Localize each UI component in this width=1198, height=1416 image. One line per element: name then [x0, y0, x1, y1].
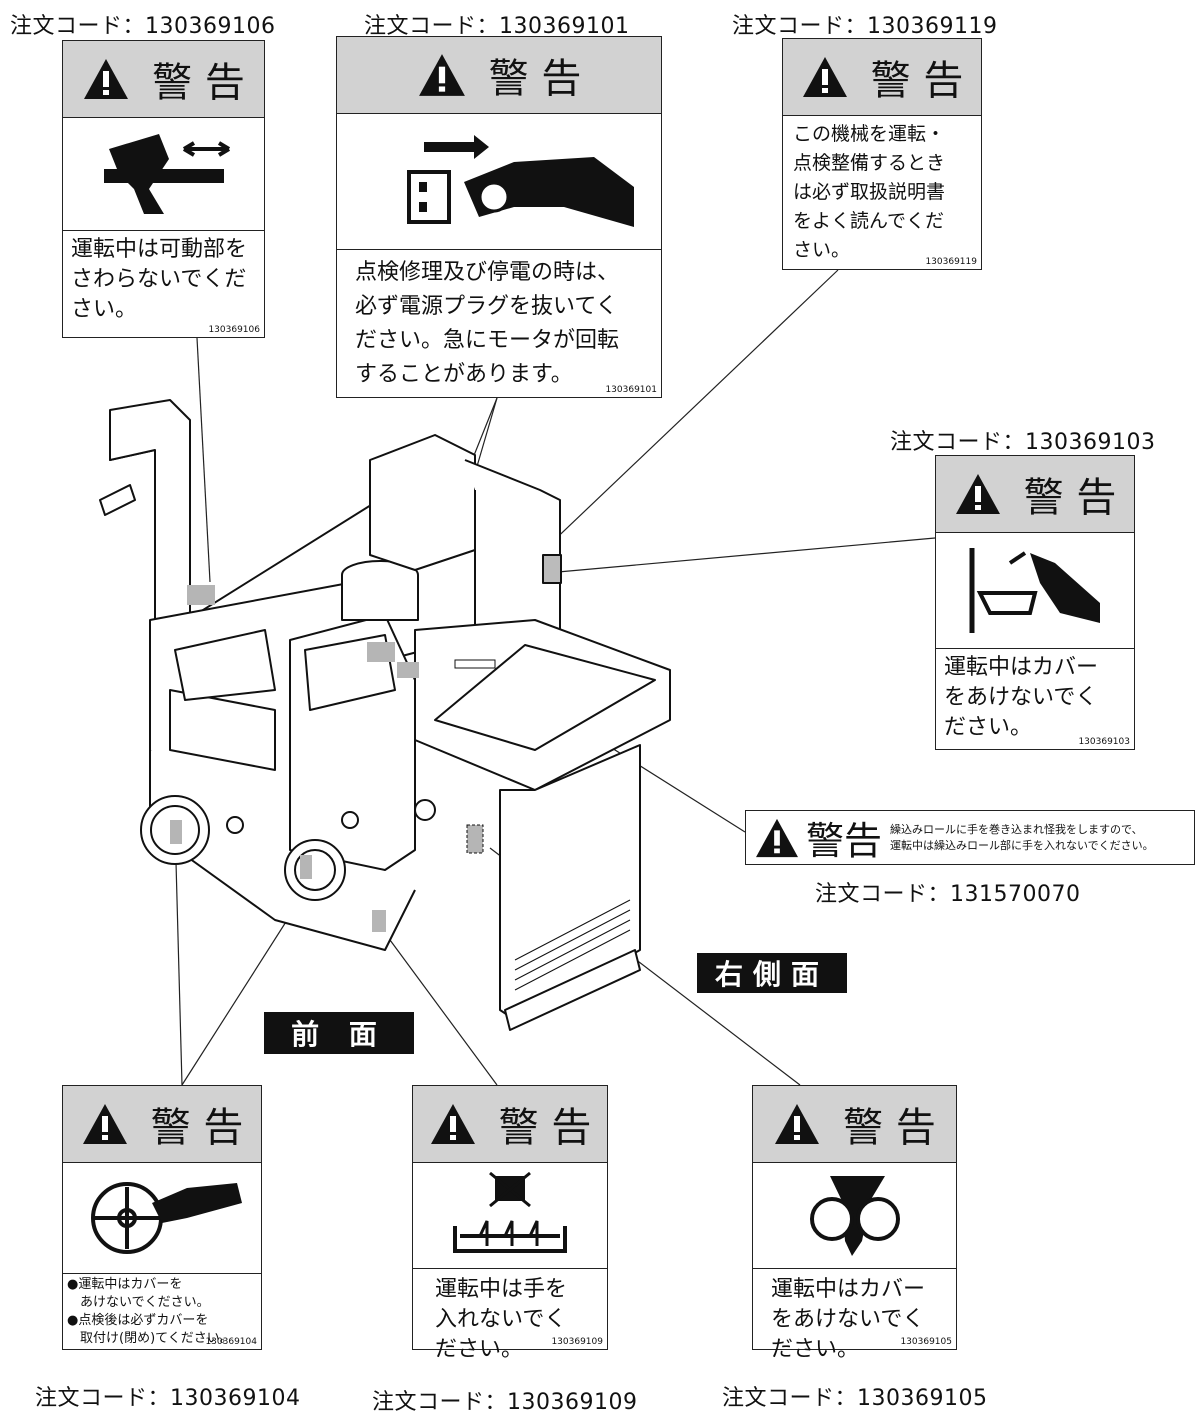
front-side-tag: 前 面 — [264, 1012, 414, 1054]
label-header: 警 告 — [337, 37, 661, 114]
label-text: 運転中はカバー をあけないでく ださい。 — [771, 1277, 926, 1362]
warning-word: 警 告 — [1023, 475, 1117, 521]
label-header: 警 告 — [783, 39, 981, 116]
label-number: 130369105 — [900, 1337, 952, 1347]
warning-label-130369105: 警 告 運転中はカバー をあけないでく ださい。 130369105 — [752, 1085, 957, 1362]
roller-entanglement-icon — [753, 1163, 956, 1269]
warning-word: 警 告 — [488, 56, 582, 102]
label-header: 警 告 — [936, 456, 1134, 533]
right-side-tag: 右側面 — [697, 953, 847, 993]
rotating-blade-hand-icon — [63, 1163, 261, 1274]
warning-triangle-icon — [84, 59, 129, 99]
warning-word: 警 告 — [870, 58, 964, 104]
label-text-line2: 運転中は繰込みロール部に手を入れないでください。 — [890, 838, 1154, 852]
warning-triangle-icon — [82, 1104, 127, 1144]
label-text: 点検修理及び停電の時は、 必ず電源プラグを抜いてく ださい。急にモータが回転 す… — [355, 260, 620, 387]
cover-hand-icon — [936, 533, 1134, 649]
moving-parts-hand-icon — [63, 118, 264, 231]
warning-word: 警告 — [806, 819, 883, 863]
label-header: 警 告 — [413, 1086, 607, 1163]
warning-triangle-icon — [802, 57, 847, 97]
label-number: 130369103 — [1078, 737, 1130, 747]
warning-word: 警 告 — [152, 60, 245, 106]
order-code-130369101: 注文コード：130369101 — [364, 14, 630, 39]
no-hand-auger-icon — [413, 1163, 607, 1269]
unplug-hand-icon — [337, 114, 661, 250]
label-text: この機械を運転・ 点検整備するとき は必ず取扱説明書 をよく読んでくだ さい。 — [793, 123, 946, 261]
label-text: 運転中は可動部を さわらないでくだ さい。 — [71, 237, 248, 322]
label-text-line1: 繰込みロールに手を巻き込まれ怪我をしますので、 — [890, 822, 1143, 836]
order-code-130369109: 注文コード：130369109 — [372, 1390, 638, 1415]
order-code-130369103: 注文コード：130369103 — [890, 430, 1156, 455]
label-text: 運転中は手を 入れないでく ださい。 — [435, 1277, 568, 1362]
label-number: 130369106 — [208, 325, 260, 335]
warning-triangle-icon — [955, 474, 1000, 514]
label-header: 警 告 — [753, 1086, 956, 1163]
order-code-130369119: 注文コード：130369119 — [732, 14, 998, 39]
order-code-130369106: 注文コード：130369106 — [10, 14, 276, 39]
label-number: 130369109 — [551, 1337, 603, 1347]
warning-triangle-icon — [775, 1104, 820, 1144]
warning-word: 警 告 — [150, 1105, 244, 1151]
warning-word: 警 告 — [843, 1105, 936, 1151]
warning-label-130369119: 警 告 この機械を運転・ 点検整備するとき は必ず取扱説明書 をよく読んでくだ … — [782, 38, 982, 270]
warning-label-130369101: 警 告 点検修理及び停電の時は、 必ず電源プラグを抜いてく ださい。急にモータが… — [336, 36, 662, 398]
label-header: 警 告 — [63, 41, 264, 118]
machine-drawing — [99, 399, 671, 1031]
label-header: 警 告 — [63, 1086, 261, 1163]
warning-label-131570070: 警告 繰込みロールに手を巻き込まれ怪我をしますので、 運転中は繰込みロール部に手… — [745, 810, 1195, 865]
warning-label-130369103: 警 告 運転中はカバー をあけないでく ださい。 130369103 — [935, 455, 1135, 750]
warning-triangle-icon — [756, 818, 798, 857]
warning-triangle-icon — [418, 54, 465, 96]
label-text: ●運転中はカバーを あけないでください。 ●点検後は必ずカバーを 取付け(閉め)… — [67, 1277, 233, 1346]
label-text: 運転中はカバー をあけないでく ださい。 — [944, 655, 1099, 740]
warning-label-130369109: 警 告 運転中は手を 入れないでく ださい。 130369109 — [412, 1085, 608, 1362]
warning-label-130369106: 警 告 運転中は可動部を さわらないでくだ さい。 130369106 — [62, 40, 265, 338]
order-code-130369104: 注文コード：130369104 — [35, 1386, 301, 1411]
order-code-131570070: 注文コード：131570070 — [815, 882, 1081, 907]
warning-word: 警 告 — [498, 1105, 592, 1151]
label-number: 130369104 — [205, 1337, 257, 1347]
warning-triangle-icon — [430, 1104, 475, 1144]
label-number: 130369119 — [925, 257, 977, 267]
label-number: 130369101 — [605, 385, 657, 395]
warning-label-130369104: 警 告 ●運転中はカバーを あけないでください。 ●点検後は必ずカバーを 取付け… — [62, 1085, 262, 1350]
order-code-130369105: 注文コード：130369105 — [722, 1386, 988, 1411]
